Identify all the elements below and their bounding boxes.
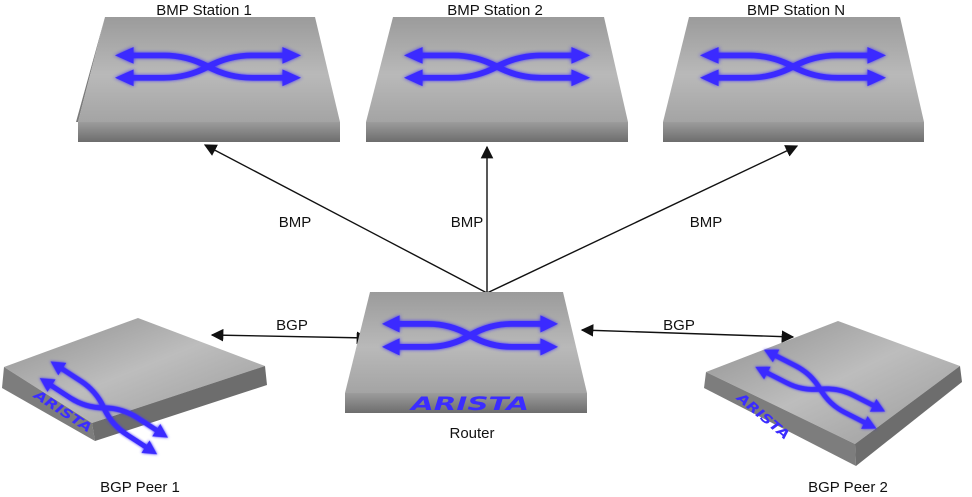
bmp-station-2: BMP Station 2 [366,2,628,142]
device-front [78,122,340,142]
device-side [76,17,105,122]
bmp-station-2-label: BMP Station 2 [447,2,543,19]
bgp-peer-2-label: BGP Peer 2 [808,479,888,496]
bmp-station-1: BMP Station 1 [76,2,340,142]
bmp-station-1-label: BMP Station 1 [156,2,252,19]
bgp-link-peer-2 [580,324,795,343]
bgp-link-peer-1-label: BGP [276,317,308,334]
bmp-station-n: BMP Station N [663,2,924,142]
bgp-peer-2: ARISTA BGP Peer 2 [704,321,962,496]
bmp-link-station-2-label: BMP [451,214,484,231]
bmp-link-station-n [486,145,799,294]
device-top [345,292,587,393]
device-front [663,122,924,142]
router-label: Router [449,425,494,442]
device-front [345,393,587,413]
device-top [706,321,960,444]
bgp-peer-1-label: BGP Peer 1 [100,479,180,496]
device-side [855,366,962,466]
bgp-link-peer-2-label: BGP [663,317,695,334]
bmp-link-station-n-label: BMP [690,214,723,231]
router-brand-logo: ARISTA [408,393,529,415]
device-front [366,122,628,142]
bmp-link-station-1 [203,144,488,294]
device-front [704,372,856,466]
bgp-peer-1: ARISTA BGP Peer 1 [2,318,267,496]
router: ARISTA Router [345,292,587,442]
bmp-station-n-label: BMP Station N [747,2,845,19]
bgp-link-peer-1 [210,328,370,345]
bmp-link-station-1-label: BMP [279,214,312,231]
connectors [203,144,799,345]
device-side [92,366,267,441]
link-labels: BMP BMP BMP BGP BGP [276,214,722,334]
device-front [2,367,95,441]
